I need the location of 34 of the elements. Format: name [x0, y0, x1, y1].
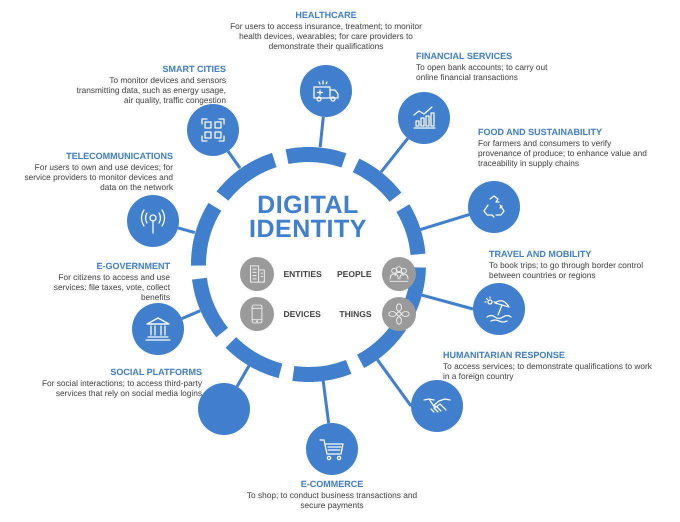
connector-line: [226, 150, 242, 170]
connector-line: [318, 116, 325, 148]
category-label: DEVICES: [284, 308, 321, 318]
center-title: DIGITAL IDENTITY: [248, 192, 368, 240]
sector-description: For farmers and consumers to verify provenance of produce; to enhance value and traceability in supply chains: [478, 138, 648, 168]
sector-description: To monitor devices and sensors transmitting data, such as energy usage, air quality, traffic congestion: [76, 75, 226, 105]
category-label: PEOPLE: [337, 268, 372, 278]
sector-heading: E-COMMERCE: [300, 479, 364, 490]
connector-line: [420, 293, 474, 310]
sector-heading: HEALTHCARE: [294, 10, 358, 21]
sector-heading: E-GOVERNMENT: [95, 261, 170, 272]
sector-heading: TRAVEL AND MOBILITY: [489, 249, 592, 260]
sector-heading: FINANCIAL SERVICES: [416, 51, 514, 62]
category-label: THINGS: [339, 308, 372, 318]
sector-description: For users to own and use devices; for service providers to monitor devices and data on the network: [24, 162, 173, 192]
sector-description: For citizens to access and use services: file taxes, vote, collect benefits: [52, 272, 170, 302]
sector-description: For users to access insurance, treatment; to monitor health devices, wearables; for care providers to demonstrate their qualifications: [229, 21, 423, 51]
sector-heading: TELECOMMUNICATIONS: [65, 151, 173, 162]
sector-description: To shop; to conduct business transactions and secure payments: [246, 490, 418, 510]
connector-line: [322, 380, 330, 424]
sector-heading: FOOD AND SUSTAINABILITY: [478, 127, 603, 138]
sector-heading: HUMANITARIAN RESPONSE: [443, 350, 566, 361]
sector-description: To access services; to demonstrate qualifications to work in a foreign country: [443, 361, 653, 381]
sector-heading: SMART CITIES: [161, 64, 226, 75]
sector-description: To open bank accounts; to carry out online financial transactions: [416, 62, 548, 82]
sector-description: For social interactions; to access third-party services that rely on social media logins: [40, 378, 202, 398]
connector-line: [178, 226, 196, 234]
connector-line: [181, 309, 201, 320]
connector-line: [420, 213, 470, 231]
sector-description: To book trips; to go through border control between countries or regions: [489, 260, 644, 280]
sector-heading: SOCIAL PLATFORMS: [109, 367, 202, 378]
category-label: ENTITIES: [284, 268, 322, 278]
connector-line: [236, 364, 250, 388]
connector-line: [376, 358, 412, 407]
